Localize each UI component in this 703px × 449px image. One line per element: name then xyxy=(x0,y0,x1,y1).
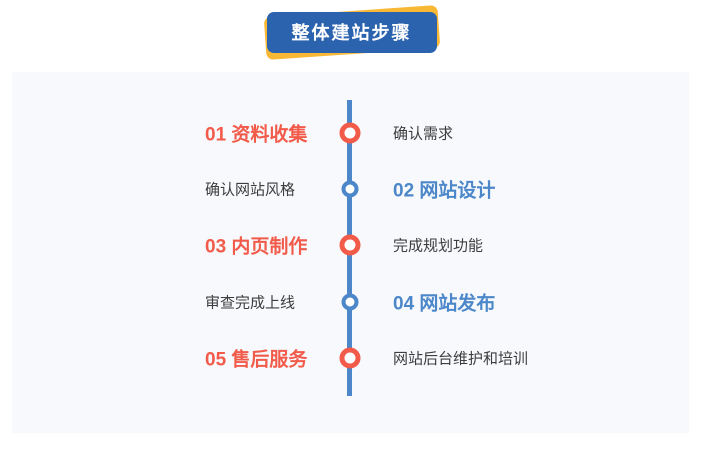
step-2-note: 确认网站风格 xyxy=(205,181,296,199)
step-2-dot-icon xyxy=(341,180,359,198)
step-5-dot-icon xyxy=(339,347,361,369)
step-4-note: 审查完成上线 xyxy=(205,294,296,312)
step-5-note: 网站后台维护和培训 xyxy=(393,350,529,368)
page-title: 整体建站步骤 xyxy=(266,12,437,53)
step-1-note: 确认需求 xyxy=(393,125,454,143)
step-1-title: 01 资料收集 xyxy=(205,124,308,146)
step-4-title: 04 网站发布 xyxy=(393,293,496,315)
step-3-note: 完成规划功能 xyxy=(393,237,484,255)
step-3-title: 03 内页制作 xyxy=(205,236,308,258)
step-1-dot-icon xyxy=(339,122,361,144)
timeline-card: 01 资料收集 确认需求 确认网站风格 02 网站设计 03 内页制作 完成规划… xyxy=(12,72,689,433)
step-5-title: 05 售后服务 xyxy=(205,349,308,371)
title-badge: 整体建站步骤 xyxy=(263,4,440,61)
step-3-dot-icon xyxy=(339,234,361,256)
step-2-title: 02 网站设计 xyxy=(393,180,496,202)
step-4-dot-icon xyxy=(341,293,359,311)
